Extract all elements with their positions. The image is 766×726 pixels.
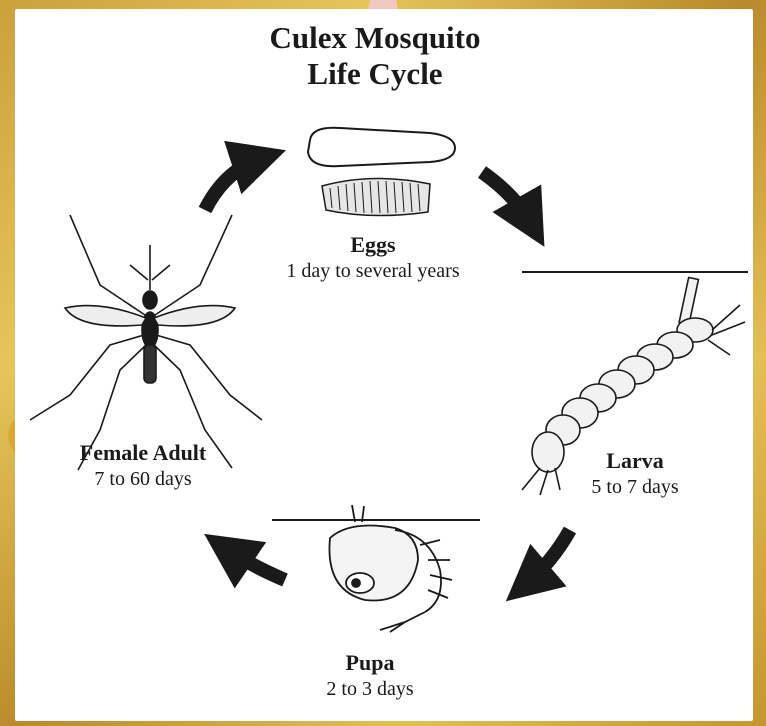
stage-larva-duration: 5 to 7 days xyxy=(570,474,700,500)
stage-adult-name: Female Adult xyxy=(48,440,238,466)
single-egg xyxy=(308,128,455,166)
arrow-pupa-to-adult xyxy=(225,548,285,580)
stage-adult: Female Adult 7 to 60 days xyxy=(48,440,238,492)
egg-raft xyxy=(322,178,430,215)
stage-eggs-duration: 1 day to several years xyxy=(258,258,488,284)
stage-eggs-name: Eggs xyxy=(258,232,488,258)
adult-mosquito-illustration xyxy=(30,215,262,470)
stage-adult-duration: 7 to 60 days xyxy=(48,466,238,492)
stage-eggs: Eggs 1 day to several years xyxy=(258,232,488,284)
arrow-larva-to-pupa xyxy=(525,530,570,585)
stage-pupa-duration: 2 to 3 days xyxy=(305,676,435,702)
stage-pupa: Pupa 2 to 3 days xyxy=(305,650,435,702)
pupa-illustration xyxy=(329,505,452,632)
arrow-adult-to-eggs xyxy=(205,158,262,210)
stage-larva: Larva 5 to 7 days xyxy=(570,448,700,500)
arrow-eggs-to-larva xyxy=(482,172,532,225)
stage-pupa-name: Pupa xyxy=(305,650,435,676)
egg-illustration xyxy=(308,128,455,216)
stage-larva-name: Larva xyxy=(570,448,700,474)
